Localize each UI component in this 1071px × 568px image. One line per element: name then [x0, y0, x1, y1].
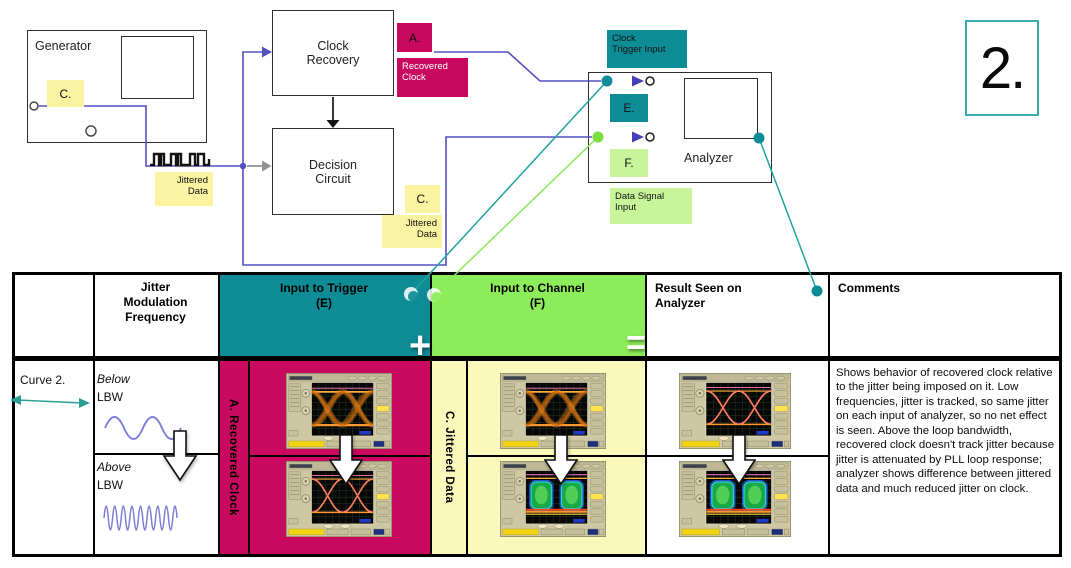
header-result: Result Seen on Analyzer [655, 281, 742, 310]
eye-wide-jitter [286, 373, 392, 449]
data-input-tag: F. [610, 149, 648, 177]
jittered-data-waveform-icon [150, 152, 211, 167]
above-lbw-label: LBW [97, 478, 124, 492]
generator-title: Generator [35, 39, 92, 53]
down-arrow-icon [162, 430, 198, 482]
trigger-strip: A. Recovered Clock [218, 361, 248, 554]
down-arrow-icon [722, 434, 756, 486]
generator-port-tag: C. [47, 80, 84, 107]
col-divider-2 [218, 272, 220, 557]
equals-operator: = [626, 324, 646, 362]
trigger-input-tag: E. [610, 94, 648, 122]
analyzer-title: Analyzer [684, 151, 733, 165]
channel-vertical-label: C. Jittered Data [443, 411, 455, 504]
header-trigger-bg [218, 275, 430, 361]
channel-strip-border [466, 361, 468, 554]
recovered-clock-tag: A. [397, 23, 432, 52]
trigger-connector-line [410, 80, 608, 295]
trigger-strip-border [248, 361, 250, 554]
header-jitter-modulation: Jitter Modulation Frequency [123, 280, 188, 324]
col-divider-3 [430, 272, 432, 557]
header-comments: Comments [838, 281, 901, 295]
col-divider-5 [828, 272, 830, 557]
down-arrow-icon [544, 434, 578, 486]
decision-circuit-box: Decision Circuit [272, 128, 394, 215]
decision-circuit-title: Decision Circuit [309, 157, 357, 186]
wire-arrowhead [262, 46, 272, 58]
high-frequency-sine-icon [103, 505, 178, 531]
freq-cell-divider [95, 453, 218, 455]
wire-junction-dot [239, 162, 247, 170]
col-divider-1 [93, 272, 95, 557]
header-input-channel: Input to Channel (F) [490, 281, 585, 310]
table-border-bottom [12, 554, 1062, 557]
table-border-right [1059, 272, 1062, 557]
jittered-data-tap-tag: C. [405, 185, 440, 213]
recovered-clock-label: Recovered Clock [397, 58, 468, 97]
col-divider-4 [645, 272, 647, 557]
jittered-data-tap-label: Jittered Data [382, 215, 442, 248]
clock-trigger-input-label: Clock Trigger Input [607, 30, 687, 68]
clock-recovery-box: Clock Recovery [272, 10, 394, 96]
below-lbw-label: LBW [97, 390, 124, 404]
above-label: Above [97, 460, 132, 474]
figure-number: 2. [979, 35, 1026, 101]
eye-wide-jitter [500, 373, 606, 449]
figure-number-box: 2. [965, 20, 1039, 116]
table-border-top [12, 272, 1062, 275]
plus-operator: + [409, 325, 432, 367]
header-divider [12, 356, 1062, 361]
data-signal-input-label: Data Signal Input [610, 188, 692, 224]
jittered-data-label: Jittered Data [155, 172, 213, 206]
header-input-trigger: Input to Trigger (E) [280, 281, 368, 310]
curve-label: Curve 2. [20, 373, 66, 387]
below-label: Below [97, 372, 130, 386]
down-arrow-icon [329, 434, 363, 486]
comments-text: Shows behavior of recovered clock relati… [836, 367, 1055, 495]
table-border-left [12, 272, 15, 557]
generator-screen [121, 36, 194, 99]
channel-strip: C. Jittered Data [432, 361, 466, 554]
clock-recovery-title: Clock Recovery [306, 39, 360, 67]
analyzer-screen [684, 78, 758, 139]
eye-green-filled [500, 461, 606, 537]
trigger-vertical-label: A. Recovered Clock [227, 398, 239, 516]
low-frequency-sine-icon [104, 416, 182, 440]
curve-marker-icon [10, 395, 90, 408]
gray-arrowhead [262, 160, 272, 172]
